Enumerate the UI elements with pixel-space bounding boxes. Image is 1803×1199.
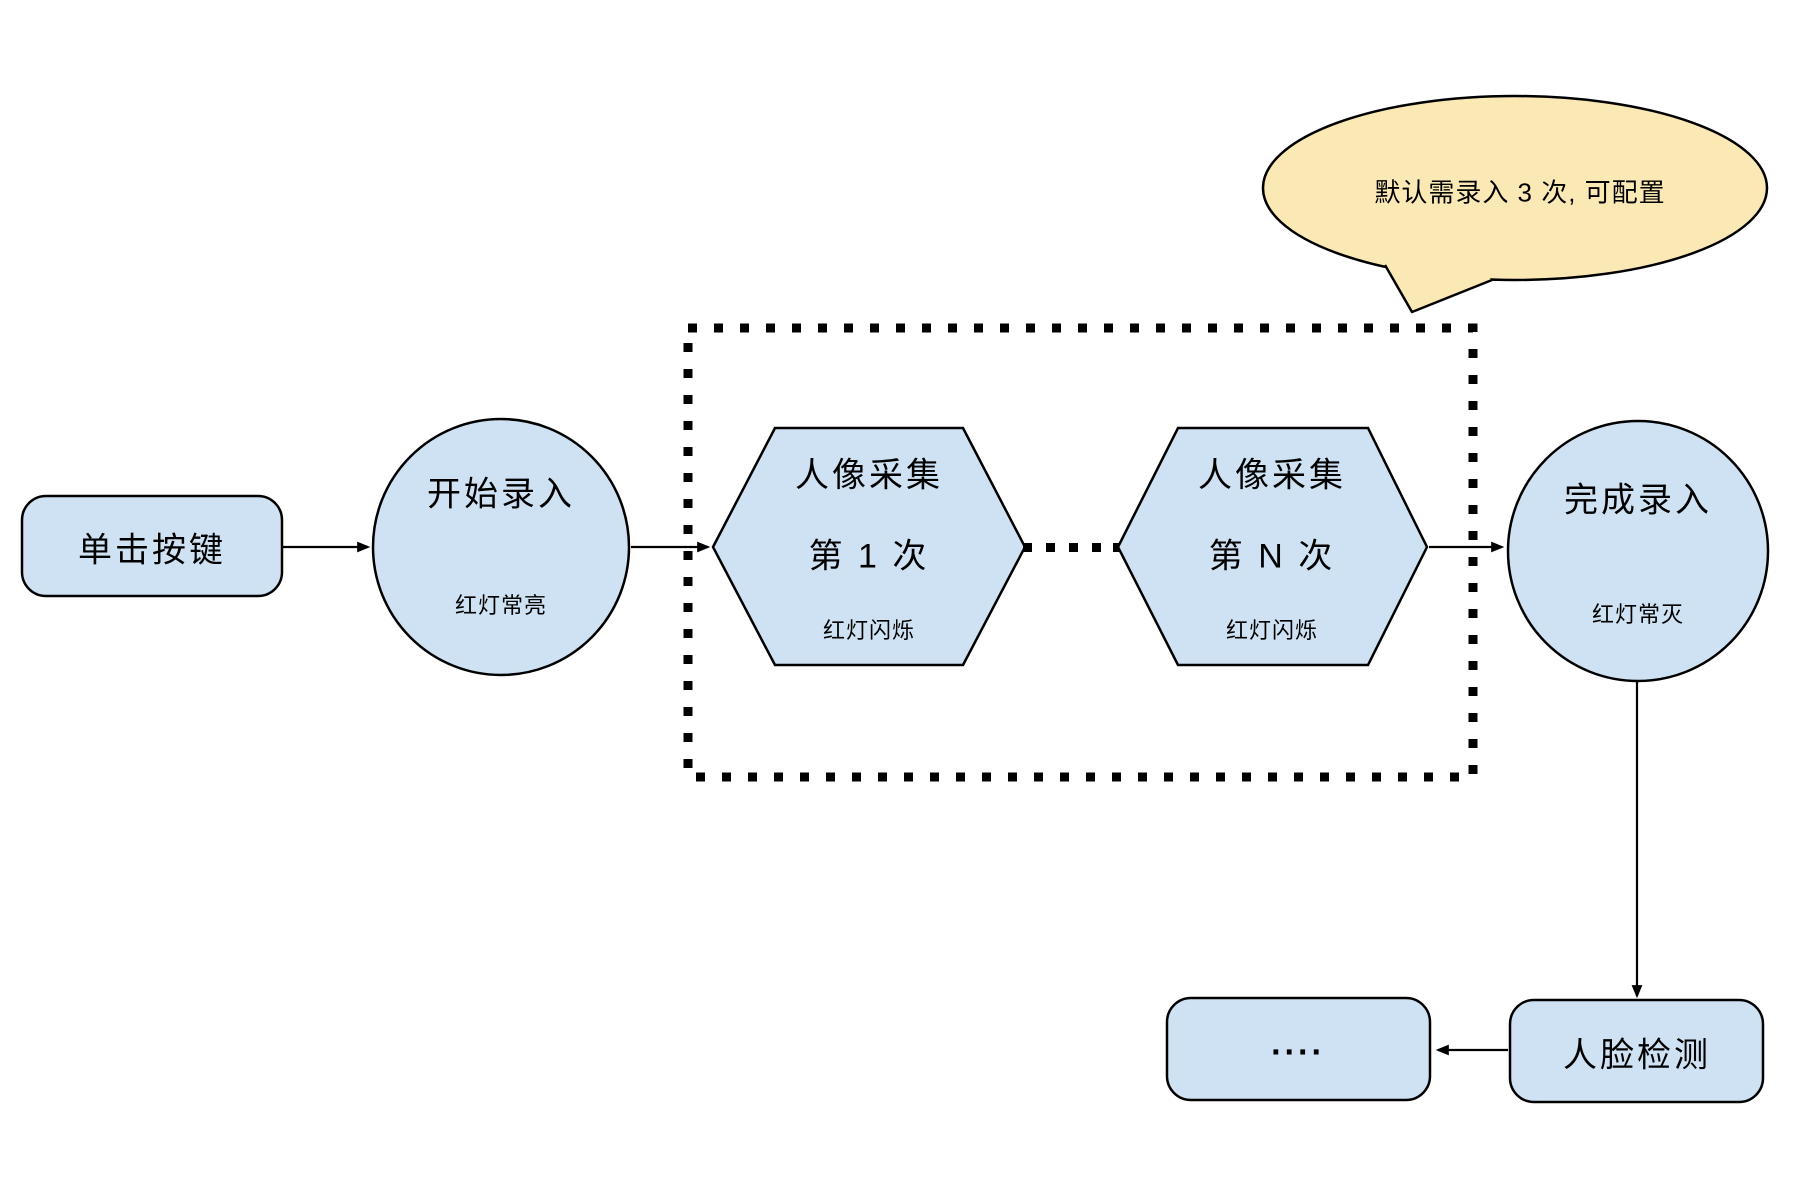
dotted-connector bbox=[1023, 543, 1122, 552]
repeat-group-dotted-border bbox=[683, 323, 1478, 782]
click-button-shape bbox=[20, 494, 284, 598]
face-detection-shape bbox=[1508, 998, 1765, 1104]
face-detection-label: 人脸检测 bbox=[1563, 1036, 1711, 1075]
finish-node-shape bbox=[1506, 419, 1770, 683]
start-node-status: 红灯常亮 bbox=[454, 593, 548, 618]
start-node-shape bbox=[371, 417, 631, 677]
callout-tail-outline bbox=[1383, 264, 1493, 314]
finish-node-status: 红灯常灭 bbox=[1591, 602, 1685, 627]
ellipsis-box-shape bbox=[1165, 996, 1432, 1102]
capture1-status: 红灯闪烁 bbox=[822, 618, 916, 643]
callout-bubble bbox=[1261, 94, 1769, 282]
captureN-hexagon-shape bbox=[1116, 426, 1429, 667]
finish-node-title: 完成录入 bbox=[1564, 481, 1712, 520]
click-button-label: 单击按键 bbox=[78, 531, 226, 570]
callout-text: 默认需录入 3 次, 可配置 bbox=[1374, 177, 1666, 208]
ellipsis-box-label: .... bbox=[1271, 1024, 1325, 1063]
captureN-count: 第 N 次 bbox=[1208, 537, 1336, 576]
capture1-count: 第 1 次 bbox=[808, 537, 930, 576]
captureN-title: 人像采集 bbox=[1198, 456, 1346, 495]
start-node-title: 开始录入 bbox=[427, 475, 575, 514]
callout-tail-fill bbox=[1385, 252, 1492, 312]
capture1-title: 人像采集 bbox=[795, 456, 943, 495]
captureN-status: 红灯闪烁 bbox=[1225, 618, 1319, 643]
